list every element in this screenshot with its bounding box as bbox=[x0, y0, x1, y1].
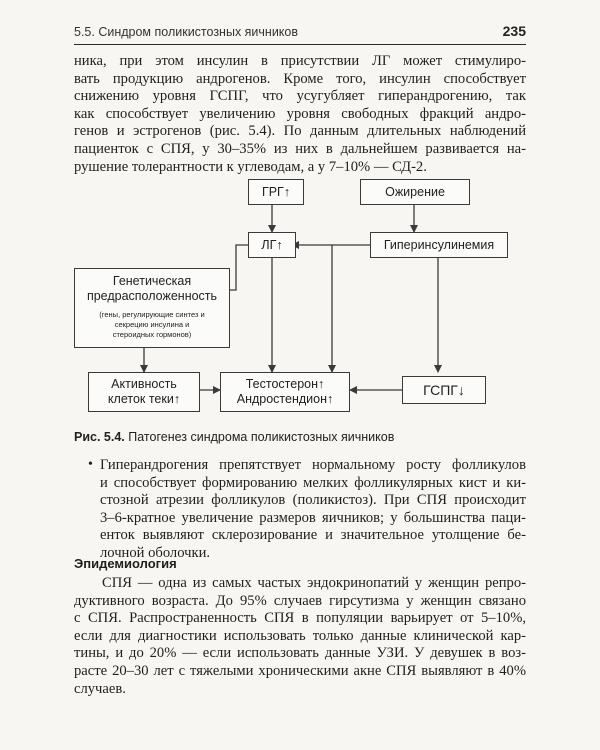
node-testosterone: Тестостерон↑ Андростендион↑ bbox=[220, 372, 350, 412]
text-line: ника, при этом инсулин в присутствии ЛГ … bbox=[74, 53, 526, 69]
node-label: клеток теки↑ bbox=[107, 392, 181, 406]
text-line: лочной оболочки. bbox=[100, 544, 211, 561]
epidemiology-paragraph: СПЯ — одна из самых частых эндокринопати… bbox=[74, 575, 526, 698]
text-line: енток выявляют склерозирование и значите… bbox=[100, 527, 526, 544]
text-line: случаев. bbox=[74, 680, 126, 697]
section-title: 5.5. Синдром поликистозных яичников bbox=[74, 25, 299, 39]
node-label: ЛГ↑ bbox=[261, 237, 283, 252]
text-line: рушение толерантности к углеводам, а у 7… bbox=[74, 158, 427, 175]
text-line: Гиперандрогения препятствует нормальному… bbox=[100, 457, 526, 473]
text-line: стозной атрезии фолликулов (поликистоз).… bbox=[100, 492, 526, 509]
text-line: 3–6-кратное увеличение размеров яичников… bbox=[100, 509, 526, 526]
caption-label: Рис. 5.4. bbox=[74, 430, 125, 444]
caption-text: Патогенез синдрома поликистозных яичнико… bbox=[128, 430, 395, 444]
text-line: вать продукцию андрогенов. Кроме того, и… bbox=[74, 70, 526, 87]
text-line: расте 20–30 лет с тяжелыми хроническими … bbox=[74, 662, 526, 679]
intro-paragraph: ника, при этом инсулин в присутствии ЛГ … bbox=[74, 53, 526, 176]
node-label: Ожирение bbox=[385, 184, 445, 199]
node-label: Генетическая bbox=[112, 274, 192, 288]
pathogenesis-diagram: ГРГ↑ Ожирение ЛГ↑ Гиперинсулинемия Генет… bbox=[70, 172, 530, 422]
text-line: снижению уровня ГСПГ, что усугубляет гип… bbox=[74, 88, 526, 105]
node-theca-activity: Активность клеток теки↑ bbox=[88, 372, 200, 412]
node-label: ГРГ↑ bbox=[261, 184, 291, 199]
node-note: (гены, регулирующие синтез и bbox=[99, 310, 205, 319]
text-line: если для диагностики использовать только… bbox=[74, 627, 526, 644]
node-label: предрасположенность bbox=[86, 289, 218, 303]
text-line: генов и эстрогенов (рис. 5.4). По данным… bbox=[74, 123, 526, 140]
node-label: ГСПГ↓ bbox=[423, 381, 465, 398]
text-line: тины, и до 20% — если использовать данны… bbox=[74, 645, 526, 662]
text-line: СПЯ — одна из самых частых эндокринопати… bbox=[102, 575, 526, 591]
page-number: 235 bbox=[502, 23, 526, 39]
text-line: дуктивного возраста. До 95% случаев гирс… bbox=[74, 592, 526, 609]
text-line: с СПЯ. Распространенность СПЯ в популяци… bbox=[74, 610, 526, 627]
node-grg: ГРГ↑ bbox=[248, 179, 304, 205]
node-gspg: ГСПГ↓ bbox=[402, 376, 486, 404]
figure-caption: Рис. 5.4. Патогенез синдрома поликистозн… bbox=[74, 430, 394, 444]
text-line: и способствует формированию мелких фолли… bbox=[100, 474, 526, 491]
node-obesity: Ожирение bbox=[360, 179, 470, 205]
node-label: Активность bbox=[111, 377, 177, 391]
running-header: 5.5. Синдром поликистозных яичников 235 bbox=[74, 22, 526, 45]
node-hyperinsulinemia: Гиперинсулинемия bbox=[370, 232, 508, 258]
node-lg: ЛГ↑ bbox=[248, 232, 296, 258]
node-label: Тестостерон↑ bbox=[245, 377, 325, 391]
bullet-icon: • bbox=[88, 457, 93, 472]
section-heading: Эпидемиология bbox=[74, 556, 177, 571]
node-note: стероидных гормонов) bbox=[112, 330, 192, 339]
bullet-paragraph: Гиперандрогения препятствует нормальному… bbox=[100, 457, 526, 563]
node-genetic-predisposition: Генетическая предрасположенность (гены, … bbox=[74, 268, 230, 348]
node-label: Гиперинсулинемия bbox=[383, 237, 495, 252]
text-line: как способствует увеличению уровня свобо… bbox=[74, 105, 526, 122]
text-line: пациенток с СПЯ, у 30–35% из них в дальн… bbox=[74, 140, 526, 157]
node-label: Андростендион↑ bbox=[236, 392, 334, 406]
node-note: секрецию инсулина и bbox=[114, 320, 190, 329]
